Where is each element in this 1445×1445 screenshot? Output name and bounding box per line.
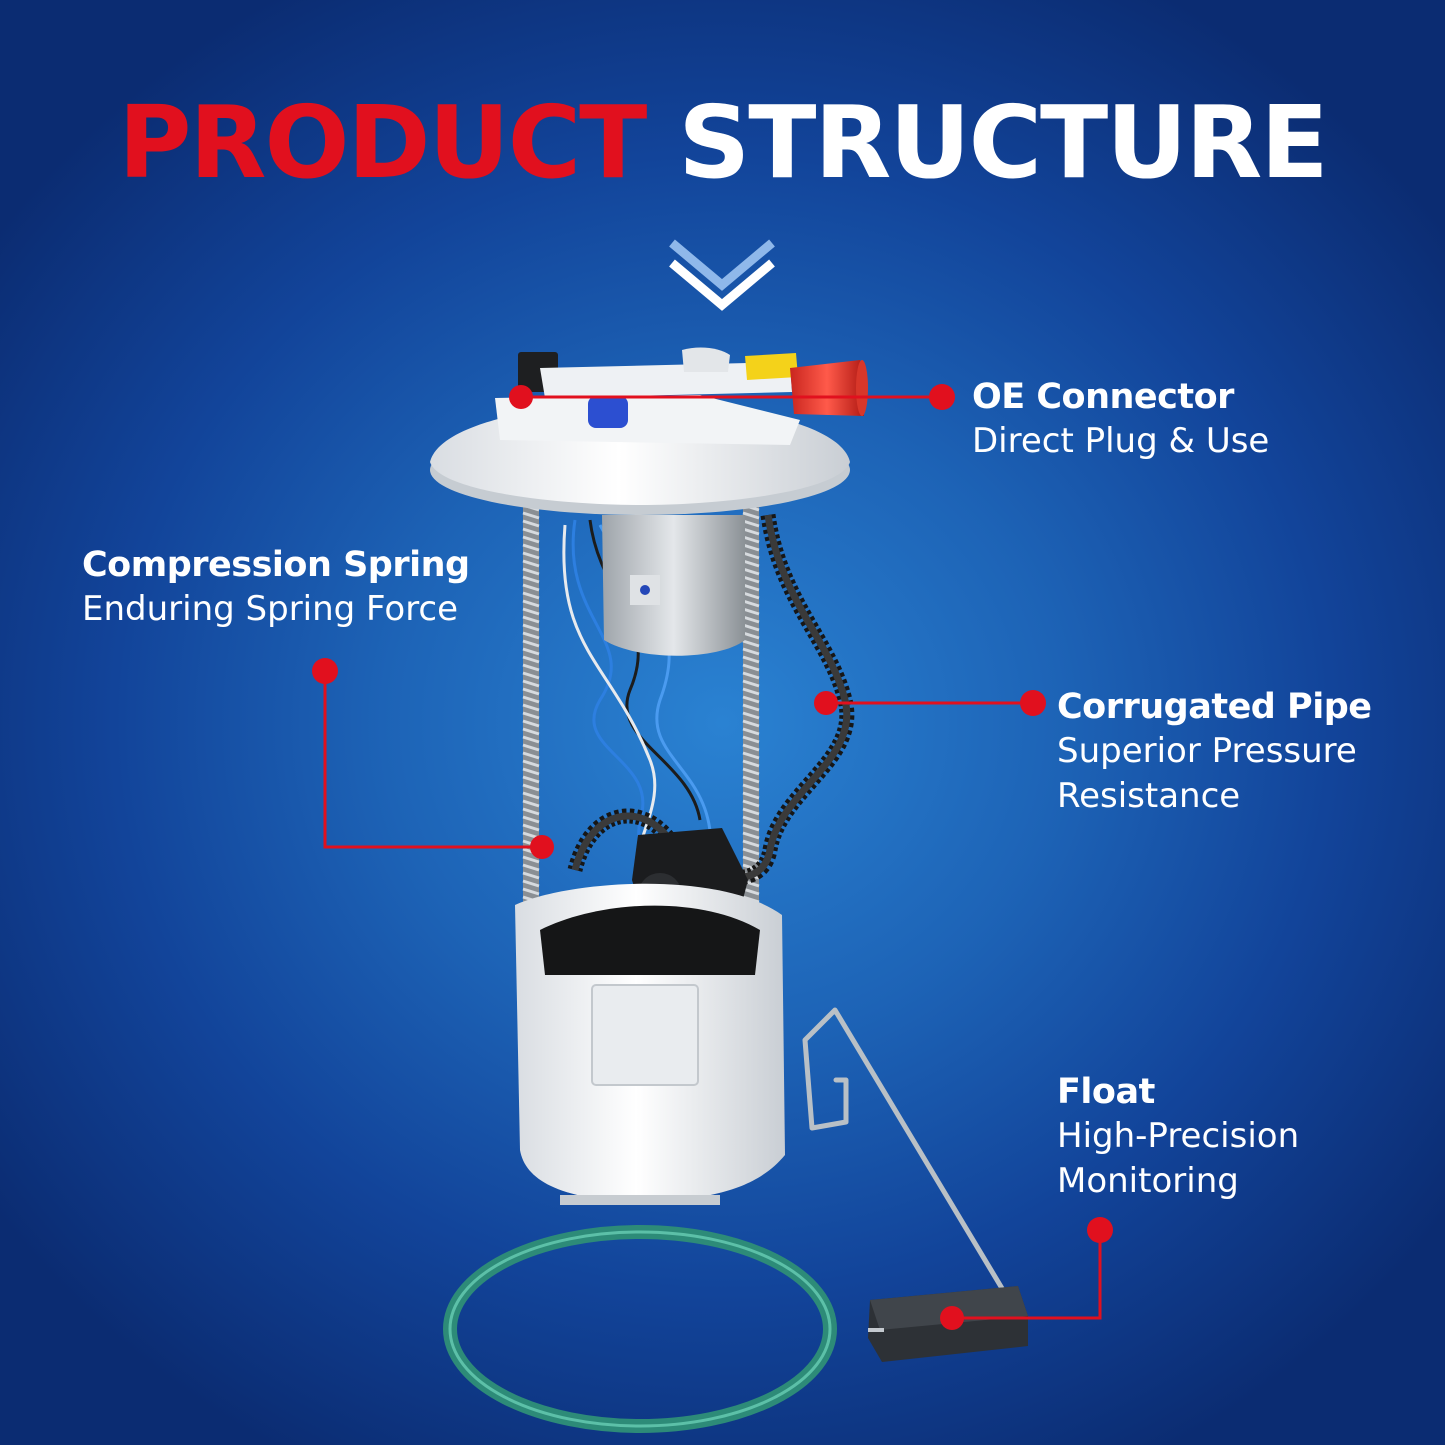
pipe-dot-end: [1020, 690, 1046, 716]
spring-dot-end: [530, 835, 554, 859]
callout-leaders: [323, 395, 1102, 1320]
oe-connector-dot-start: [509, 385, 533, 409]
page-title: PRODUCT STRUCTURE: [0, 88, 1445, 198]
callout-float-desc-2: Monitoring: [1057, 1161, 1239, 1201]
callout-oe-connector: OE Connector Direct Plug & Use: [972, 375, 1269, 464]
double-chevron-down-icon: [669, 239, 775, 311]
callout-compression-spring: Compression Spring Enduring Spring Force: [82, 543, 470, 632]
pipe-dot-start: [814, 691, 838, 715]
callout-compression-spring-title: Compression Spring: [82, 545, 470, 585]
callout-float: Float High-Precision Monitoring: [1057, 1070, 1299, 1204]
title-part-white: STRUCTURE: [678, 84, 1329, 201]
callout-compression-spring-desc: Enduring Spring Force: [82, 589, 459, 629]
callout-corrugated-pipe-desc-2: Resistance: [1057, 776, 1241, 816]
pump-housing: [602, 515, 745, 656]
callout-float-desc-1: High-Precision: [1057, 1116, 1300, 1156]
callout-dots: [312, 384, 1113, 1330]
oe-connector-dot-end: [929, 384, 955, 410]
title-part-red: PRODUCT: [118, 84, 647, 201]
callout-oe-connector-title: OE Connector: [972, 377, 1234, 417]
top-flange: [430, 347, 868, 515]
callout-corrugated-pipe-title: Corrugated Pipe: [1057, 687, 1372, 727]
reservoir-bucket: [515, 883, 785, 1205]
float-dot-start: [940, 1306, 964, 1330]
float-dot-end: [1087, 1217, 1113, 1243]
callout-float-title: Float: [1057, 1072, 1155, 1112]
callout-oe-connector-desc: Direct Plug & Use: [972, 421, 1270, 461]
spring-dot-start: [312, 658, 338, 684]
callout-corrugated-pipe-desc-1: Superior Pressure: [1057, 731, 1357, 771]
callout-corrugated-pipe: Corrugated Pipe Superior Pressure Resist…: [1057, 685, 1372, 819]
float-arm: [802, 1007, 1006, 1293]
